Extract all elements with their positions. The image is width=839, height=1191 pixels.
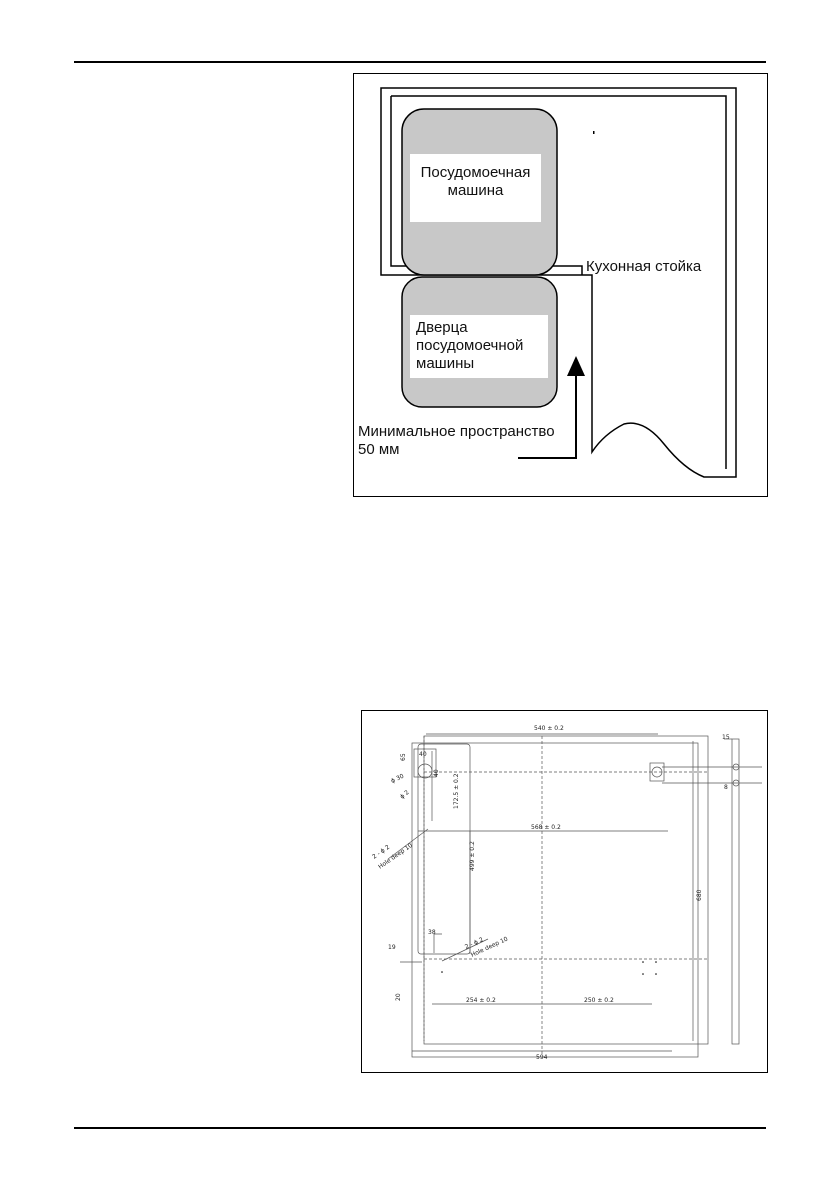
door-label-line3: машины (416, 355, 475, 372)
mounting-svg: 540 ± 0.2 568 ± 0.2 594 254 ± 0.2 250 ± … (371, 725, 762, 1061)
dim-680: 680 (696, 889, 703, 901)
top-rule (74, 61, 766, 63)
dim-20: 20 (395, 993, 402, 1001)
clearance-arrow (518, 374, 577, 459)
dim-172: 172.5 ± 0.2 (453, 773, 460, 809)
dim-250: 250 ± 0.2 (584, 997, 614, 1004)
clearance-drawing (380, 87, 737, 478)
door-label: Дверца посудомоечной машины (416, 319, 523, 373)
dim-499: 499 ± 0.2 (469, 841, 476, 871)
min-space-line1: Минимальное пространство (358, 423, 555, 440)
min-space-label: Минимальное пространство 50 мм (358, 423, 555, 459)
door-label-box (410, 315, 548, 378)
dim-254: 254 ± 0.2 (466, 997, 496, 1004)
dim-568: 568 ± 0.2 (531, 824, 561, 831)
door-label-line1: Дверца (416, 319, 468, 336)
dim-2: ϕ 2 (399, 789, 411, 801)
counter-label: Кухонная стойка (586, 258, 702, 275)
dim-15: 15 (722, 734, 730, 741)
dim-65: 65 (400, 753, 407, 761)
dim-19: 19 (388, 944, 396, 951)
clearance-diagram: Посудомоечная машина Дверца посудомоечно… (353, 73, 768, 497)
dishwasher-label-line2: машина (447, 182, 504, 199)
door-label-line2: посудомоечной (416, 337, 524, 354)
dishwasher-label: Посудомоечная машина (410, 164, 541, 200)
dishwasher-label-box (410, 154, 541, 222)
min-space-line2: 50 мм (358, 441, 400, 458)
side-profile (731, 738, 740, 1045)
dim-594: 594 (536, 1054, 548, 1061)
dishwasher-label-line1: Посудомоечная (420, 164, 531, 181)
mounting-drawing: 540 ± 0.2 568 ± 0.2 594 254 ± 0.2 250 ± … (361, 710, 768, 1073)
panel-outline (411, 742, 699, 1058)
dim-540: 540 ± 0.2 (534, 725, 564, 732)
counter-outline (380, 87, 737, 478)
dim-40b: 40 (433, 769, 440, 777)
dim-30: ϕ 30 (390, 773, 405, 785)
dim-8: 8 (724, 784, 728, 791)
bottom-rule (74, 1127, 766, 1129)
dim-38: 38 (428, 929, 436, 936)
dim-40a: 40 (419, 751, 427, 758)
arrow-head (567, 356, 585, 376)
